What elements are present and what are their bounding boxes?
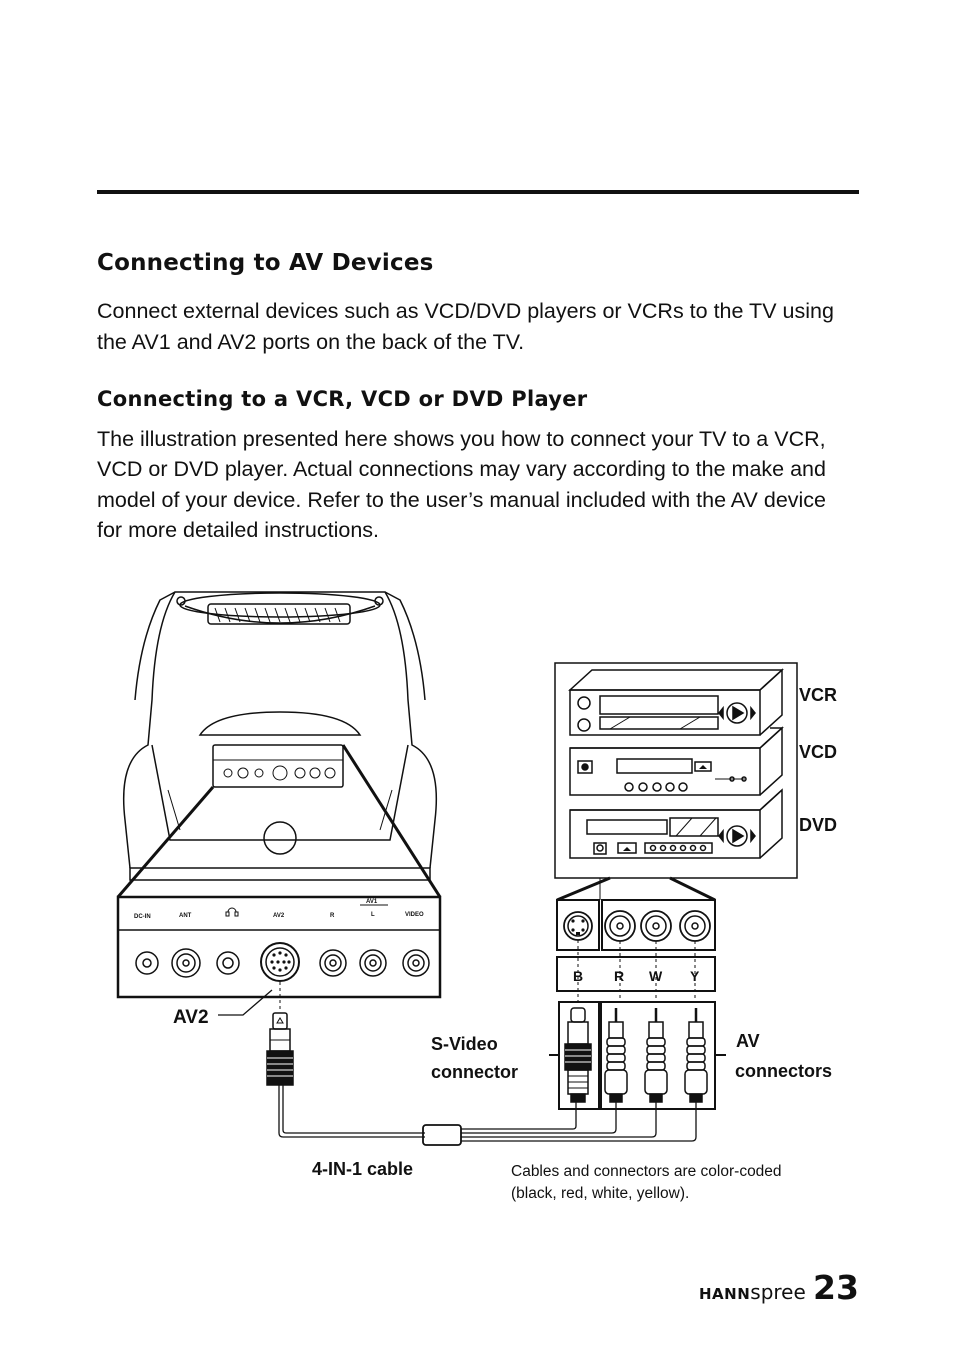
brand-logo-bold: HANN: [699, 1285, 751, 1303]
cable-label: 4-IN-1 cable: [312, 1159, 413, 1179]
subsection-body: The illustration presented here shows yo…: [97, 427, 827, 542]
av2-label: AV2: [173, 1007, 209, 1028]
rca-plug-red: [604, 1008, 628, 1103]
connector-letter-r: R: [614, 968, 624, 984]
connector-letter-y: Y: [690, 968, 700, 984]
connector-letter-w: W: [649, 968, 663, 984]
color-note-line2: (black, red, white, yellow).: [511, 1185, 689, 1202]
port-label-r: R: [330, 913, 335, 919]
port-label-av1: AV1: [366, 899, 378, 905]
port-label-ant: ANT: [179, 913, 192, 919]
av2-leader: [218, 989, 273, 1016]
section-title: Connecting to AV Devices: [97, 250, 434, 276]
device-label-vcd: VCD: [799, 742, 837, 762]
four-in-one-cable: [278, 1085, 697, 1146]
rca-plug-white: [644, 1008, 668, 1103]
svideo-label-line2: connector: [431, 1062, 518, 1082]
tv-illustration: [116, 591, 442, 898]
port-label-av2: AV2: [273, 913, 285, 919]
vcr-device: [568, 668, 784, 736]
rca-plug-yellow: [684, 1008, 708, 1103]
av-label-line1: AV: [736, 1031, 760, 1051]
page-number: 23: [813, 1268, 859, 1307]
header-rule: [97, 190, 859, 194]
plugs-panel: [549, 1001, 726, 1110]
av-label-line2: connectors: [735, 1061, 832, 1081]
port-label-video: VIDEO: [405, 912, 424, 918]
svideo-label-line1: S-Video: [431, 1034, 498, 1054]
port-panel: [116, 895, 442, 999]
color-note-line1: Cables and connectors are color-coded: [511, 1163, 782, 1180]
device-label-dvd: DVD: [799, 815, 837, 835]
brand-logo-light: spree: [750, 1280, 806, 1304]
connector-letter-b: B: [573, 968, 583, 984]
devices-illustration: [554, 662, 798, 902]
svideo-plug: [564, 1007, 592, 1103]
vcd-device: [569, 726, 784, 796]
port-label-l: L: [371, 912, 375, 918]
tv-plug: [266, 1012, 294, 1086]
dvd-device: [569, 788, 783, 859]
device-label-vcr: VCR: [799, 685, 837, 705]
device-jack-panel: [556, 899, 716, 1002]
section-intro: Connect external devices such as VCD/DVD…: [97, 299, 834, 354]
brand-logo: HANNspree: [699, 1280, 806, 1304]
subsection-title: Connecting to a VCR, VCD or DVD Player: [97, 387, 588, 411]
port-label-dcin: DC-IN: [134, 914, 151, 920]
